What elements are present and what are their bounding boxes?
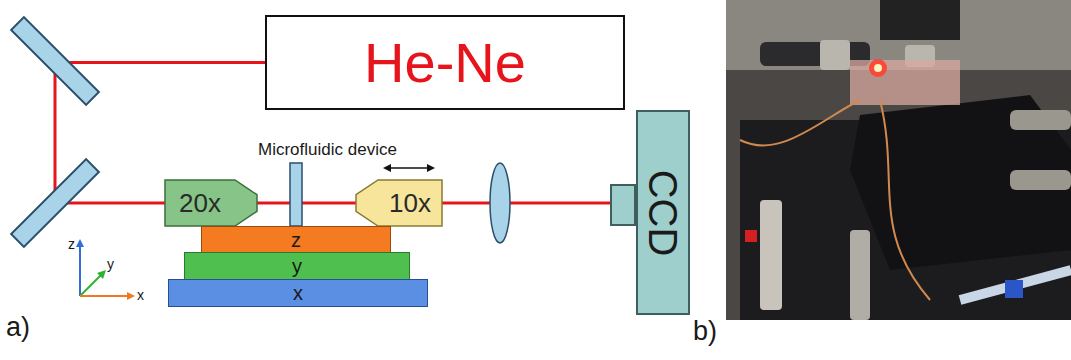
objective-body [356,180,442,226]
laser-glow [869,59,887,77]
laser-beam [257,202,356,205]
micrometer [850,230,870,320]
arrow-head [383,164,391,172]
mirror [11,159,99,247]
node-text: z [291,229,301,251]
travel-arrow [388,167,430,169]
lens [490,163,510,243]
marker-arrow [745,230,757,242]
objective [820,40,850,70]
node-text: CCD [641,169,685,256]
objective-10x: 10x [356,180,442,226]
tubing [880,100,930,300]
panel-label: a) [6,312,30,343]
micrometer [1010,170,1071,190]
syringe-clip [1005,280,1023,298]
axis-z [79,244,81,296]
node-text: 10x [389,189,431,218]
z-stage: z [201,226,391,254]
objective-body [165,180,257,226]
syringe [760,200,782,310]
microfluidic-chip [290,163,302,226]
mirror [11,17,99,105]
axis-label: x [137,287,144,303]
lab-photo [726,0,1071,320]
axis-head [127,292,135,300]
node-text: He-Ne [364,32,526,94]
laser-box: He-Ne [265,15,625,110]
panel-label: b) [693,316,717,347]
device-label: Microfluidic device [258,140,397,160]
axis-label: z [68,236,75,252]
axis-head [76,239,84,247]
camera-body [880,0,960,40]
node-text: y [292,255,302,277]
chip-slide [850,60,960,105]
tubing [740,100,860,145]
x-stage: x [168,279,428,307]
micrometer [1010,110,1071,130]
ccd-camera: CCD [636,110,690,315]
node-text: 20x [179,189,221,218]
axis-x [80,295,130,297]
arrow-head [427,164,435,172]
photo-backdrop [726,0,1071,70]
laser-beam [442,202,636,205]
laser-spot [874,64,882,72]
translation-stage [850,95,1071,270]
axis-head [97,270,106,279]
y-stage: y [184,252,410,280]
syringe [960,270,1071,300]
axis-label: y [107,256,114,272]
camera-mount [610,184,636,226]
axis-y [80,274,102,296]
node-text: x [293,282,303,304]
photo-background [726,0,1071,320]
objective-20x: 20x [165,180,257,226]
